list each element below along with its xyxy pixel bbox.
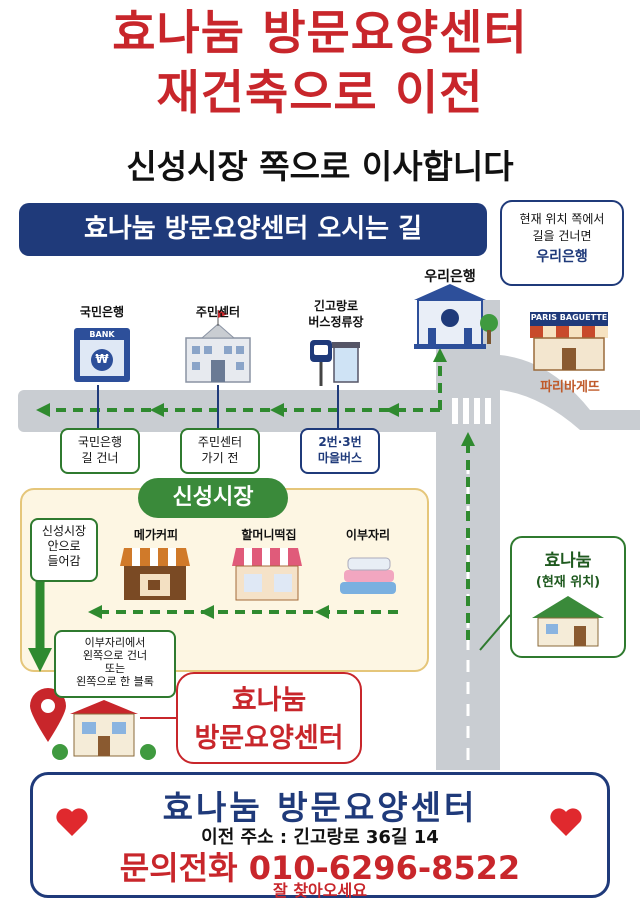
footer-welcome: 잘 찾아오세요	[273, 881, 367, 900]
enter-market-tag: 신성시장 안으로 들어감	[30, 518, 98, 582]
crosswalk	[452, 398, 491, 424]
bus-tag-line1: 2번·3번	[318, 435, 362, 449]
crossing-note-bubble: 현재 위치 쪽에서 길을 건너면 우리은행	[500, 200, 624, 286]
community-tag-line1: 주민센터	[197, 435, 243, 449]
paris-baguette-label: 파리바게뜨	[540, 380, 600, 395]
footer-phone: 문의전화 010-6296-8522	[119, 849, 521, 887]
footer-address: 이전 주소 : 긴고랑로 36길 14	[201, 827, 439, 848]
headline-line2: 재건축으로 이전	[156, 66, 484, 121]
tag-connectors	[97, 385, 339, 430]
current-location-box: 효나눔 (현재 위치)	[510, 536, 626, 658]
current-pointer	[479, 614, 511, 651]
market-title: 신성시장	[138, 478, 288, 518]
crossing-note-line1: 현재 위치 쪽에서	[519, 212, 605, 226]
kookmin-tag-line2: 길 건너	[81, 451, 119, 465]
current-house-icon	[532, 596, 604, 647]
bank-sign: BANK	[89, 330, 115, 339]
enter-market-line3: 들어감	[47, 554, 81, 568]
current-location-line2: (현재 위치)	[535, 575, 601, 590]
destination-line1: 효나눔	[231, 685, 307, 716]
directions-banner: 효나눔 방문요양센터 오시는 길	[19, 203, 487, 256]
crossing-note-line3: 우리은행	[536, 249, 588, 265]
mega-coffee-label: 메가커피	[133, 528, 179, 542]
destination-house	[52, 700, 156, 760]
enter-market-line2: 안으로	[47, 539, 81, 553]
community-center-building	[185, 310, 251, 383]
paris-baguette-shop	[530, 312, 608, 371]
community-center-label: 주민센터	[195, 305, 241, 319]
heart-icon	[56, 808, 88, 836]
bus-stop-label: 긴고랑로 버스정류장	[286, 298, 386, 330]
won-icon: ₩	[95, 352, 109, 366]
enter-market-line1: 신성시장	[41, 524, 87, 538]
location-pin-icon	[30, 688, 66, 742]
grandma-shop-label: 할머니떡집	[241, 528, 297, 542]
turn-directions-tag: 이부자리에서 왼쪽으로 건너 또는 왼쪽으로 한 블록	[54, 630, 176, 698]
paris-baguette-sign: PARIS BAGUETTE	[530, 313, 608, 322]
turn-line1: 이부자리에서	[84, 636, 146, 649]
kookmin-bank-building	[74, 328, 130, 382]
heart-icon	[550, 808, 582, 836]
side-road	[500, 355, 640, 430]
bus-tag-line2: 마을버스	[317, 451, 363, 465]
turn-line2: 왼쪽으로 건너	[82, 649, 148, 662]
woori-bank-building	[414, 284, 486, 349]
subtitle: 신성시장 쪽으로 이사합니다	[126, 147, 514, 186]
turn-line3: 또는	[104, 662, 126, 675]
kookmin-tag-line1: 국민은행	[77, 435, 123, 449]
kookmin-bank-label: 국민은행	[79, 305, 125, 319]
bus-stop-label-line2: 버스정류장	[308, 315, 364, 329]
bus-stop-label-line1: 긴고랑로	[313, 299, 359, 313]
bedding-shop-label: 이부자리	[345, 528, 391, 542]
tree	[480, 314, 498, 344]
bus-stop	[310, 340, 360, 386]
turn-line4: 왼쪽으로 한 블록	[76, 675, 154, 688]
crossing-note-line2: 길을 건너면	[532, 229, 592, 243]
current-location-line1: 효나눔	[544, 551, 592, 571]
headline-line1: 효나눔 방문요양센터	[112, 6, 528, 61]
footer-center-name: 효나눔 방문요양센터	[162, 788, 478, 827]
destination-box: 효나눔 방문요양센터	[176, 672, 362, 764]
community-tag: 주민센터 가기 전	[180, 428, 260, 474]
horizontal-road	[18, 390, 500, 432]
bus-tag: 2번·3번 마을버스	[300, 428, 380, 474]
footer-info-box: 효나눔 방문요양센터 이전 주소 : 긴고랑로 36길 14 문의전화 010-…	[30, 772, 610, 900]
woori-bank-label: 우리은행	[424, 269, 476, 285]
destination-line2: 방문요양센터	[194, 723, 344, 754]
kookmin-tag: 국민은행 길 건너	[60, 428, 140, 474]
community-tag-line2: 가기 전	[201, 451, 239, 465]
